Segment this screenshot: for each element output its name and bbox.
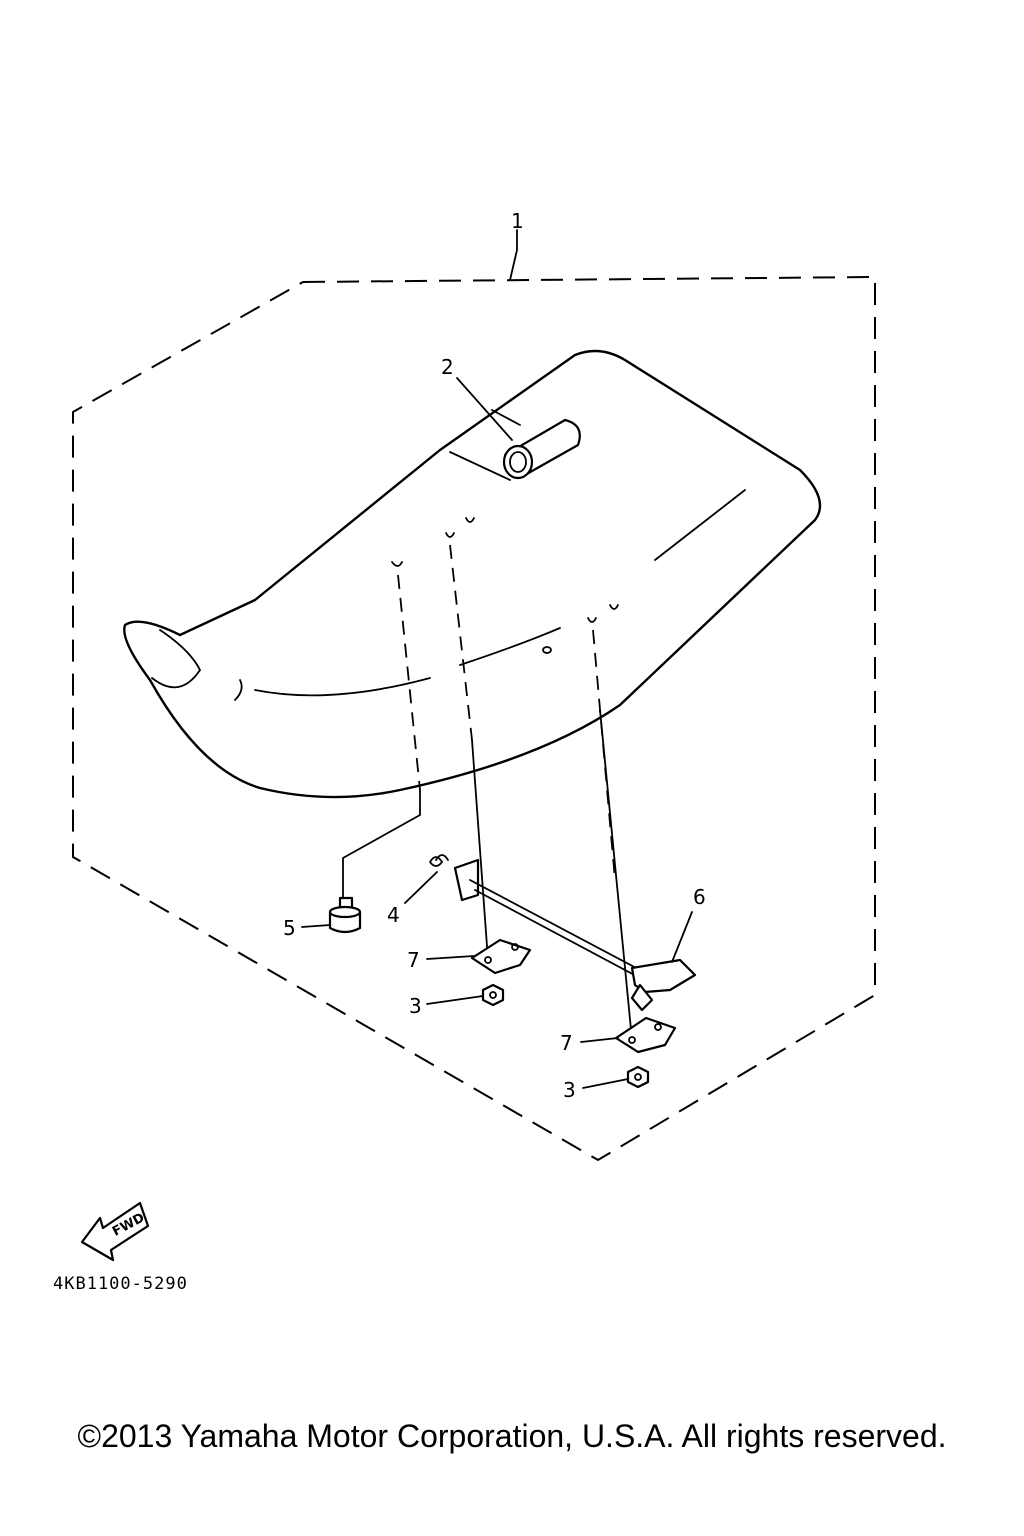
part-2-bushing [502,418,581,480]
callout-5: 5 [283,916,296,940]
part-7-bracket-left [470,938,532,975]
callout-6: 6 [693,885,706,909]
callout-4: 4 [387,903,400,927]
seat [123,349,822,799]
callout-1: 1 [511,209,524,233]
leader-5 [301,924,331,928]
part-3-nut-right [626,1065,650,1089]
leader-6 [671,911,693,963]
part-7-bracket-right [614,1016,677,1054]
part-6-seat-lock [630,958,697,1012]
leader-3-left [426,995,484,1005]
part-3-nut-left [481,983,505,1007]
leader-5a [342,789,421,901]
align-line-1 [397,574,421,791]
leader-3-right [582,1078,629,1089]
copyright-notice: ©2013 Yamaha Motor Corporation, U.S.A. A… [77,1418,947,1454]
fwd-arrow-icon: FWD [80,1201,150,1262]
align-solid-1 [471,739,489,961]
leader-1 [509,229,518,281]
part-code: 4KB1100-5290 [53,1274,188,1294]
align-solid-2 [599,709,633,1041]
part-4-spring [429,854,449,867]
align-line-2 [449,544,473,741]
leader-7-right [580,1037,619,1043]
part-5-damper [328,896,362,934]
assembly-boundary [72,275,876,1162]
callout-3-left: 3 [409,994,422,1018]
callout-7-right: 7 [560,1031,573,1055]
lock-rod [453,858,641,979]
leader-7-left [426,955,475,960]
callout-7-left: 7 [407,948,420,972]
callout-3-right: 3 [563,1078,576,1102]
callout-2: 2 [441,355,454,379]
leader-4 [404,871,438,904]
leader-2 [456,377,513,441]
